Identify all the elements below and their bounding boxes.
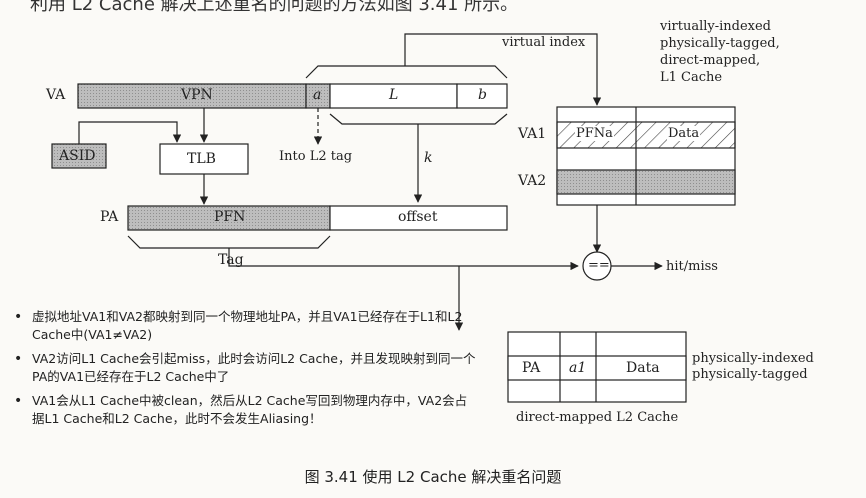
va2-label: VA2 [518, 173, 547, 189]
bullet-item: VA2访问L1 Cache会引起miss，此时会访问L2 Cache，并且发现映… [8, 350, 478, 386]
k-bracket [329, 113, 508, 125]
b-field [456, 83, 508, 109]
tlb-box [159, 143, 249, 175]
k-label: k [424, 150, 433, 166]
offset-field [329, 205, 508, 231]
l-label: L [389, 87, 399, 103]
asid-to-tlb-arrow [78, 121, 182, 144]
l1-data-label: Data [667, 126, 701, 141]
l2-desc-line: physically-indexed [692, 351, 814, 366]
bullet-list: 虚拟地址VA1和VA2都映射到同一个物理地址PA，并且VA1已经存在于L1和L2… [8, 308, 478, 434]
l2-pa-label: PA [522, 360, 541, 376]
l1-description: virtually-indexed physically-tagged, dir… [660, 18, 780, 86]
offset-label: offset [398, 209, 438, 225]
pfn-label: PFN [214, 209, 246, 225]
va-register [77, 83, 508, 109]
l1-cache [556, 106, 736, 206]
virtual-index-line [404, 33, 602, 106]
virtual-index-label: virtual index [502, 35, 586, 50]
va-label: VA [46, 87, 66, 103]
a-label: a [313, 87, 322, 103]
tag-bracket [127, 235, 331, 249]
tag-label: Tag [218, 252, 244, 268]
virtual-index-bracket [305, 65, 508, 79]
bullet-item: VA1会从L1 Cache中被clean，然后从L2 Cache写回到物理内存中… [8, 392, 478, 428]
tlb-label: TLB [187, 151, 216, 167]
bullet-item: 虚拟地址VA1和VA2都映射到同一个物理地址PA，并且VA1已经存在于L1和L2… [8, 308, 478, 344]
l1-desc-line: direct-mapped, [660, 53, 761, 68]
pa-label: PA [100, 209, 119, 225]
va1-label: VA1 [518, 126, 547, 142]
asid-label: ASID [59, 148, 96, 164]
l1-desc-line: virtually-indexed [660, 19, 772, 34]
l2-a1-label: a1 [569, 360, 587, 376]
l1-desc-line: physically-tagged, [660, 36, 780, 51]
l2-caption: direct-mapped L2 Cache [516, 410, 679, 425]
l2-description: physically-indexed physically-tagged [692, 351, 814, 383]
header-text: 利用 L2 Cache 解决上述重名的问题的方法如图 3.41 所示。 [30, 0, 519, 15]
l1-desc-line: L1 Cache [660, 70, 723, 85]
l2-data-label: Data [626, 360, 660, 376]
figure-caption: 图 3.41 使用 L2 Cache 解决重名问题 [304, 468, 562, 486]
hit-miss-label: hit/miss [666, 259, 718, 274]
l2-cache [507, 331, 687, 403]
l2-desc-line: physically-tagged [692, 367, 808, 382]
vpn-label: VPN [181, 87, 213, 103]
into-l2-tag-label: Into L2 tag [279, 149, 353, 164]
l1-va2-row [556, 169, 736, 195]
tag-to-compare-line [228, 248, 579, 271]
compare-label: == [588, 258, 610, 273]
pfn-a-label: PFNa [575, 126, 614, 141]
b-label: b [478, 87, 487, 103]
asid-box [51, 143, 107, 169]
